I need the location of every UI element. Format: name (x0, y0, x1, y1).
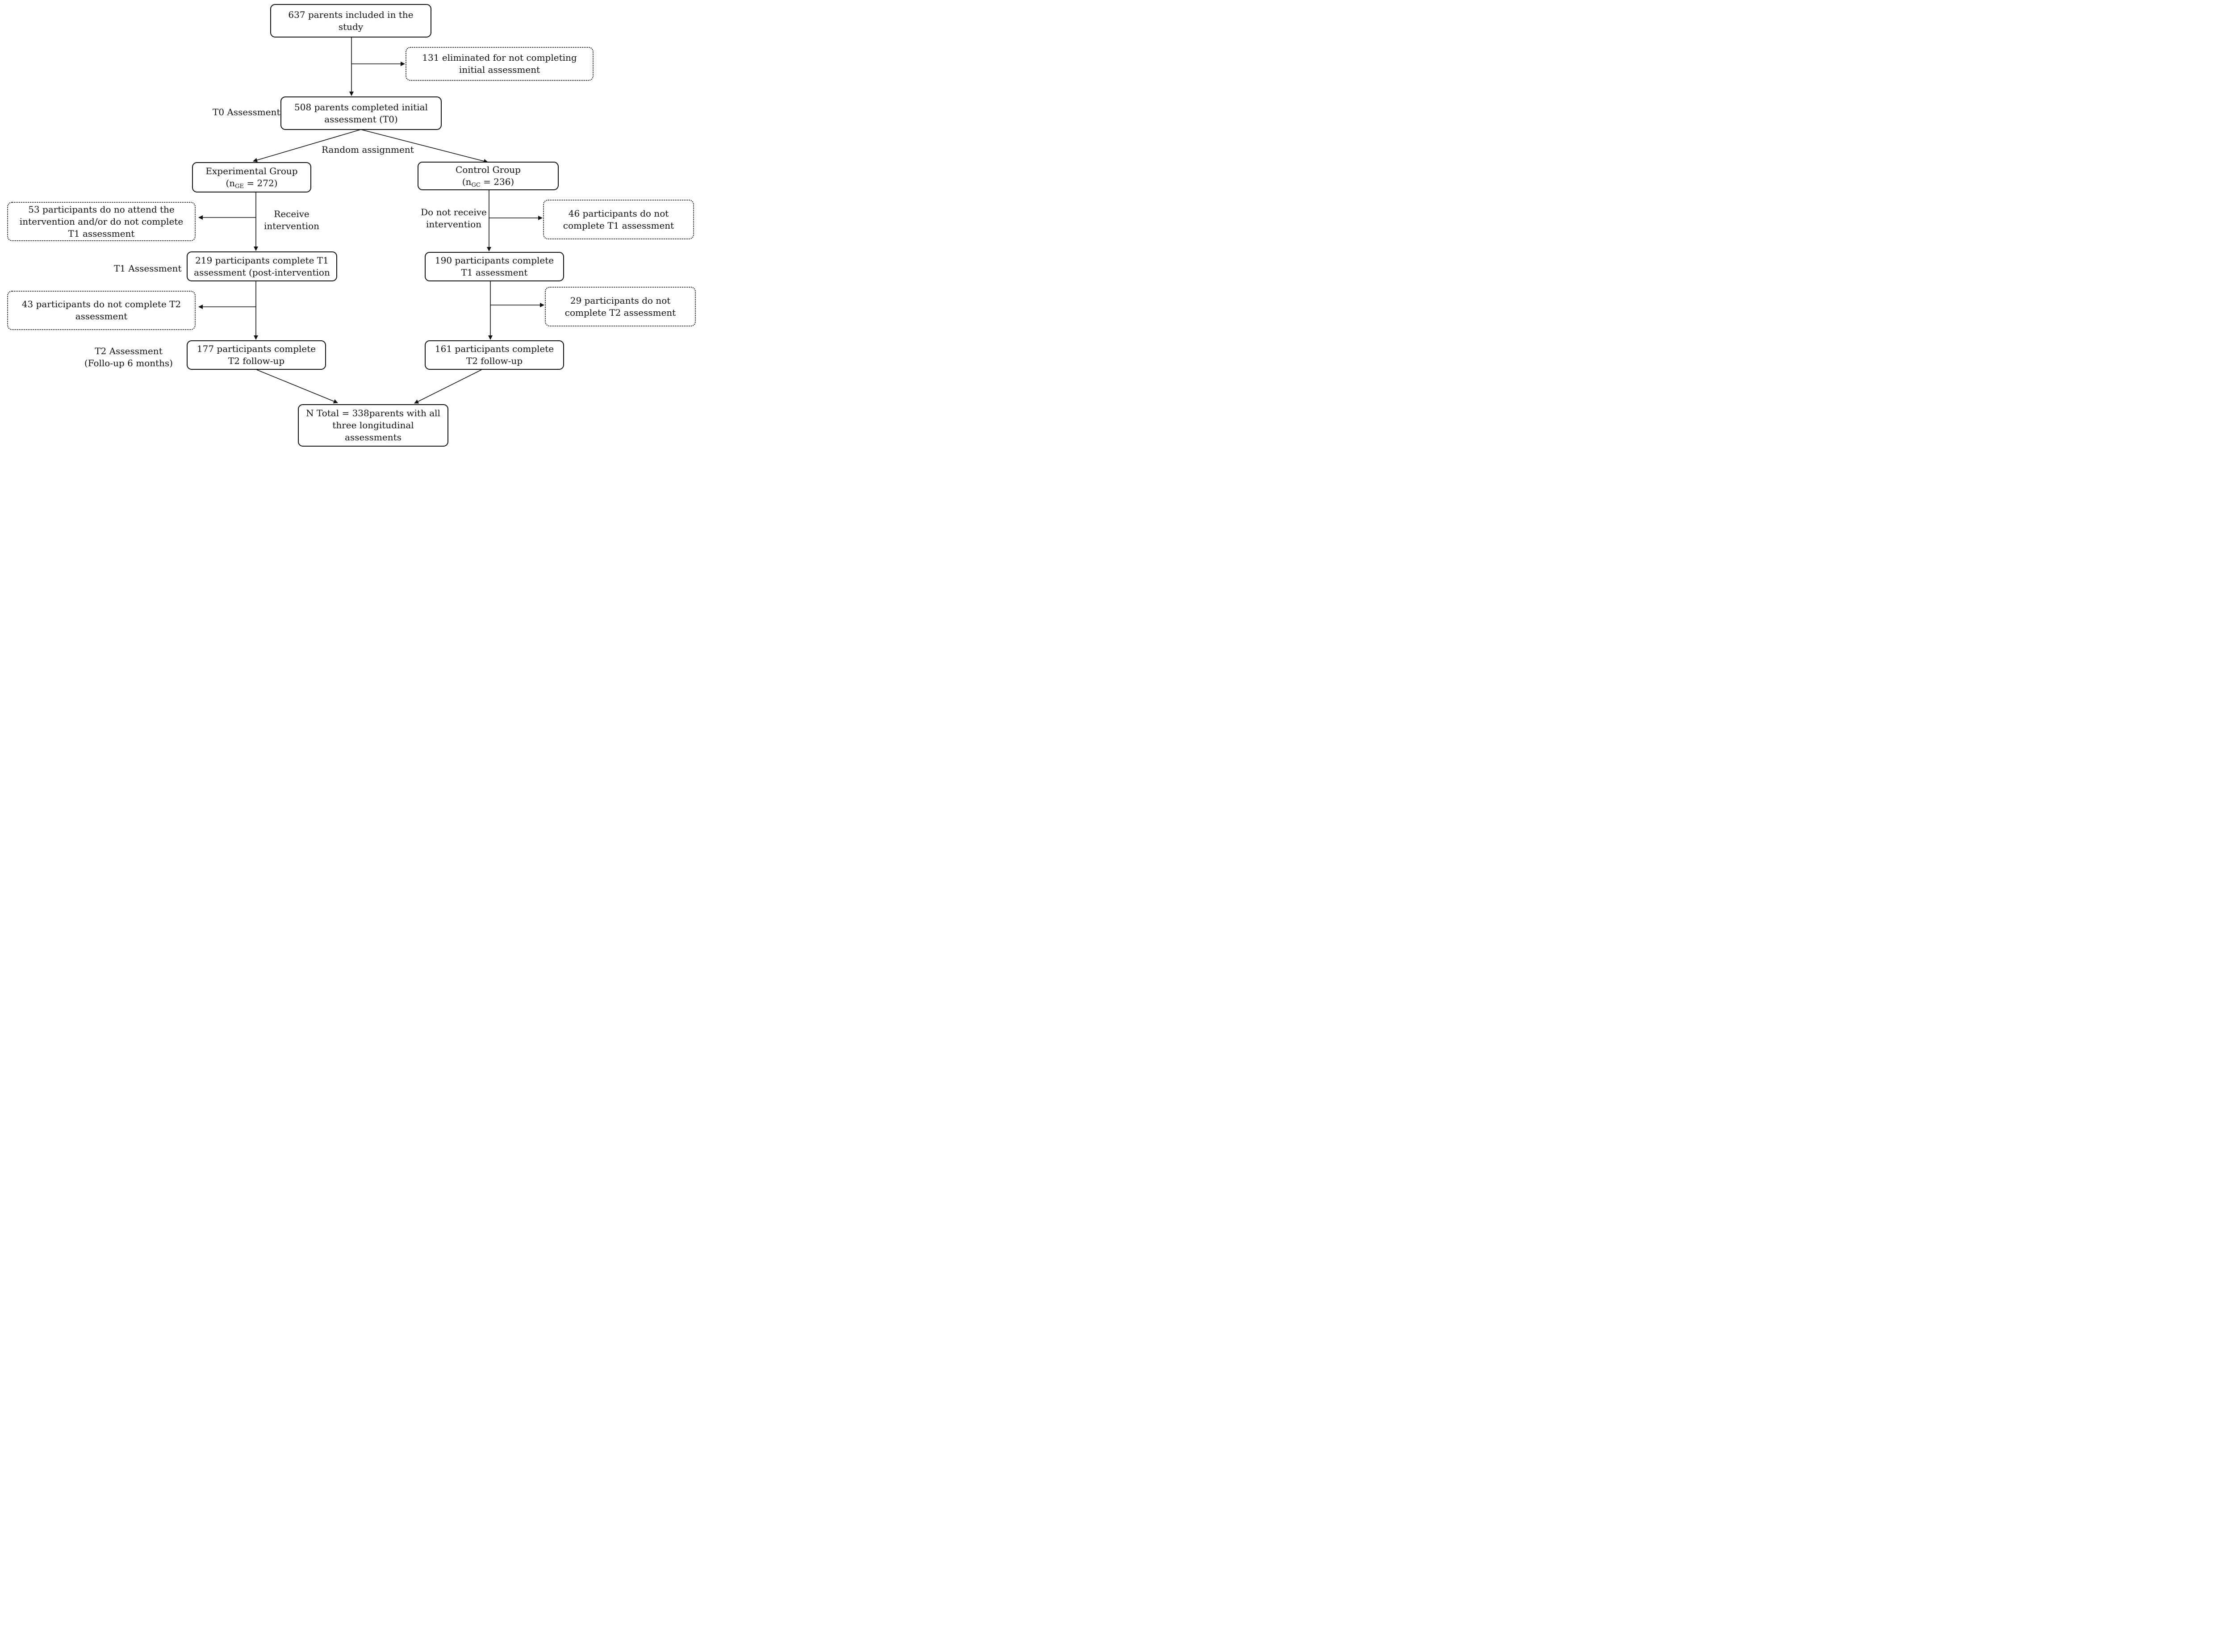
flow-arrows (198, 37, 544, 404)
box-text-line: 219 participants complete T1 (195, 255, 329, 266)
box-ctrl-t1: 190 participants complete T1 assessment (425, 252, 564, 281)
arrow-t0-to-control (360, 129, 488, 163)
n-prefix: (n (226, 178, 235, 188)
label-t1-assessment: T1 Assessment (114, 263, 181, 275)
box-text-line: 29 participants do not (570, 295, 671, 306)
box-text-line: assessment (post-intervention (194, 267, 330, 278)
box-completed-t0: 508 parents completed initial assessment… (280, 96, 442, 130)
box-text-line: Control Group (456, 164, 521, 175)
sample-size: (nGE = 272) (226, 177, 277, 189)
box-text-line: T1 assessment (68, 228, 135, 239)
box-exp-t2: 177 participants complete T2 follow-up (187, 340, 326, 370)
box-text-line: 131 eliminated for not completing (422, 52, 577, 63)
n-subscript: GE (235, 183, 244, 190)
n-subscript: GC (471, 182, 481, 188)
box-text-line: N Total = 338parents with all (306, 408, 440, 418)
box-experimental-group: Experimental Group (nGE = 272) (192, 162, 311, 192)
label-line: Random assignment (322, 144, 414, 155)
box-parents-included: 637 parents included in the study (270, 4, 431, 38)
box-exp-dropout-t1: 53 participants do no attend the interve… (7, 202, 196, 241)
label-line: T1 Assessment (114, 263, 182, 274)
box-text-line: T2 follow-up (466, 355, 523, 366)
label-line: intervention (426, 219, 482, 230)
box-text-line: 190 participants complete (435, 255, 554, 266)
box-text-line: assessment (75, 311, 128, 322)
box-text-line: assessment (T0) (324, 113, 398, 125)
box-text-line: assessments (345, 432, 401, 443)
box-eliminated: 131 eliminated for not completing initia… (406, 47, 594, 81)
label-receive-intervention: Receive intervention (263, 208, 320, 232)
box-text-line: 508 parents completed initial (294, 101, 428, 113)
arrow-exp-t2-to-total (256, 369, 338, 404)
box-ctrl-t2: 161 participants complete T2 follow-up (425, 340, 564, 370)
study-flow-diagram: 637 parents included in the study 131 el… (0, 0, 700, 451)
box-text-line: 161 participants complete (435, 343, 554, 354)
box-text-line: 53 participants do no attend the (28, 204, 175, 215)
label-line: intervention (263, 221, 320, 231)
box-text-line: 46 participants do not (568, 208, 669, 219)
label-line: T0 Assessment (213, 107, 280, 117)
label-no-intervention: Do not receive intervention (421, 206, 487, 230)
box-exp-dropout-t2: 43 participants do not complete T2 asses… (7, 291, 196, 330)
box-text-line: intervention and/or do not complete (19, 216, 184, 227)
label-line: T2 Assessment (95, 346, 163, 356)
box-ctrl-dropout-t1: 46 participants do not complete T1 asses… (543, 200, 694, 239)
n-prefix: (n (462, 176, 472, 187)
label-line: (Follo-up 6 months) (84, 358, 173, 368)
n-suffix: = 236) (480, 176, 514, 187)
arrow-ctrl-t2-to-total (414, 369, 482, 404)
sample-size: (nGC = 236) (462, 176, 514, 188)
box-text-line: three longitudinal (332, 420, 414, 431)
box-ctrl-dropout-t2: 29 participants do not complete T2 asses… (545, 287, 696, 326)
label-line: Receive (274, 209, 309, 219)
box-text-line: complete T1 assessment (563, 220, 674, 231)
box-text-line: T2 follow-up (228, 355, 285, 366)
n-suffix: = 272) (244, 178, 278, 188)
box-text-line: 177 participants complete (197, 343, 316, 354)
box-text-line: Experimental Group (205, 166, 298, 176)
label-line: Do not receive (421, 207, 487, 217)
box-text-line: study (338, 21, 364, 32)
box-control-group: Control Group (nGC = 236) (418, 162, 559, 190)
label-t0-assessment: T0 Assessment (213, 106, 280, 118)
label-t2-assessment: T2 Assessment (Follo-up 6 months) (84, 345, 173, 369)
arrow-t0-to-experimental (253, 129, 361, 163)
box-text-line: 43 participants do not complete T2 (21, 299, 181, 309)
box-exp-t1: 219 participants complete T1 assessment … (187, 251, 337, 281)
box-text-line: initial assessment (459, 64, 540, 75)
box-text-line: complete T2 assessment (565, 307, 676, 318)
box-text-line: T1 assessment (461, 267, 528, 278)
box-total: N Total = 338parents with all three long… (298, 404, 448, 447)
box-text-line: 637 parents included in the (288, 9, 414, 20)
label-random-assignment: Random assignment (322, 144, 414, 156)
